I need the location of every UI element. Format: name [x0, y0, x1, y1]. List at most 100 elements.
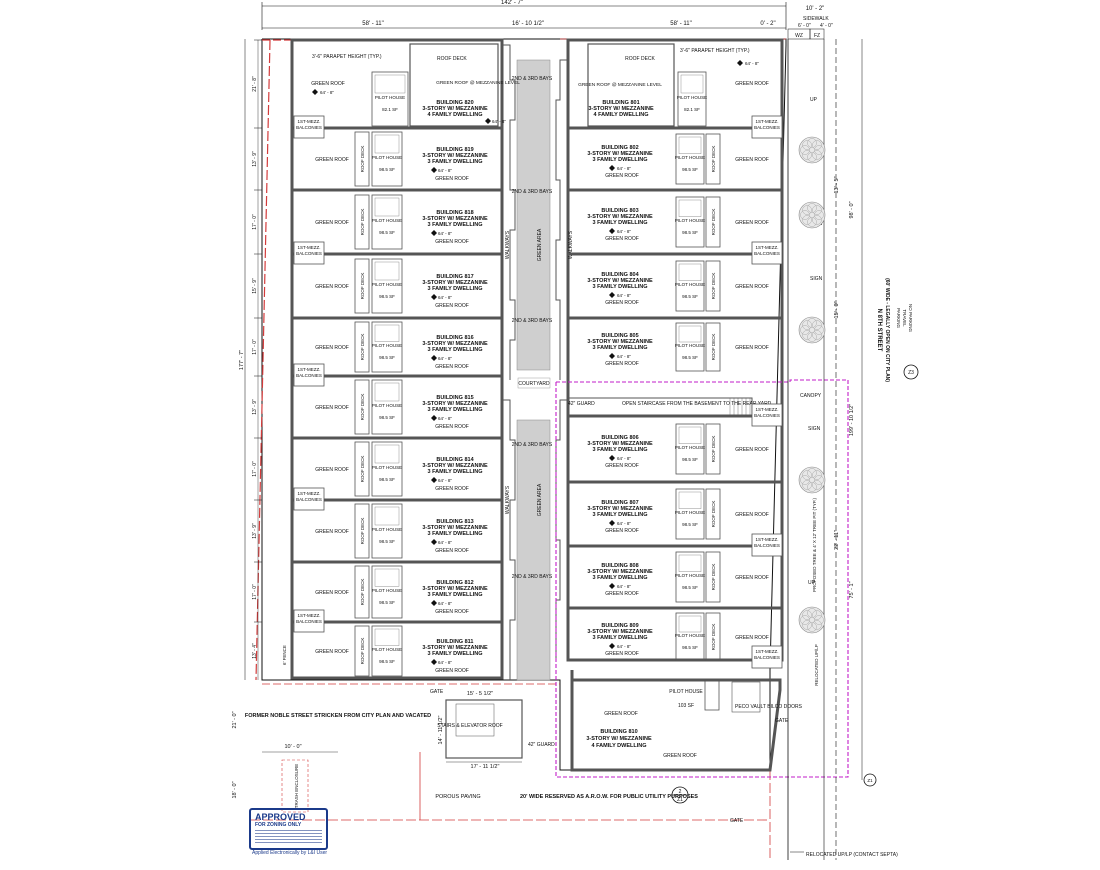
balconies-box: [293, 363, 325, 387]
building-units: 4 FAMILY DWELLING: [427, 112, 482, 118]
roof-deck-label: ROOF DECK: [711, 436, 716, 463]
building-name: BUILDING 818: [436, 210, 473, 216]
green-roof-label: GREEN ROOF: [435, 668, 469, 674]
building-units: 3 FAMILY DWELLING: [592, 575, 647, 581]
roof-deck: [705, 196, 721, 248]
roof-deck-label: ROOF DECK: [711, 209, 716, 236]
elevation-marker-icon: [431, 600, 437, 606]
building-name: BUILDING 802: [601, 145, 638, 151]
dim-west-width: 58' - 11": [362, 21, 384, 27]
walkways-label-3: WALKWAYS: [505, 485, 511, 514]
building-type: 3-STORY W/ MEZZANINE: [587, 629, 653, 635]
green-roof-label: GREEN ROOF: [605, 591, 639, 597]
tree-leaf-icon: [800, 210, 810, 220]
dim-right-lower: 75' - 1": [849, 581, 855, 598]
pilot-house-area: 98.5 SF: [379, 294, 395, 299]
building-units: 3 FAMILY DWELLING: [592, 157, 647, 163]
building-type: 3-STORY W/ MEZZANINE: [422, 341, 488, 347]
roof-deck: [354, 565, 370, 619]
roof-deck-label: ROOF DECK: [360, 394, 365, 421]
roof-deck-label: ROOF DECK: [360, 209, 365, 236]
dim-bottom-d: 14' - 11 1/2": [438, 716, 444, 745]
elevation-label: 64' - 8": [617, 456, 631, 461]
green-roof-label: GREEN ROOF: [605, 528, 639, 534]
street-noparking: NO PARKING: [908, 304, 913, 332]
balconies-label: BALCONIES: [754, 543, 780, 548]
noble-street-note: FORMER NOBLE STREET STRICKEN FROM CITY P…: [245, 713, 431, 719]
elevation-marker-icon: [609, 643, 615, 649]
building-name: BUILDING 808: [601, 563, 638, 569]
dim-sidewalk-c: 4' - 0": [820, 23, 833, 29]
dim-bottom-b: 17' - 11 1/2": [471, 764, 500, 770]
pilot-house-stair: [678, 554, 702, 572]
building-type: 3-STORY W/ MEZZANINE: [422, 280, 488, 286]
green-roof-label: GREEN ROOF: [315, 405, 349, 411]
dim-left-bottom-b: 18' - 0": [232, 781, 238, 798]
pilot-house-label: PILOT HOUSE: [372, 647, 402, 652]
roof-deck-label: ROOF DECK: [360, 146, 365, 173]
pilot-house-stair: [374, 382, 400, 402]
green-roof-label: GREEN ROOF: [735, 220, 769, 226]
dim-center-width: 16' - 10 1/2": [512, 21, 544, 27]
tree-leaf-icon: [802, 140, 812, 150]
pilot-house: [371, 565, 403, 619]
building-type: 3-STORY W/ MEZZANINE: [422, 645, 488, 651]
pilot-house-area: 98.5 SF: [682, 294, 698, 299]
green-roof-810b: GREEN ROOF: [663, 753, 697, 759]
gate-label-1: GATE: [430, 689, 444, 695]
green-roof-label: GREEN ROOF: [315, 529, 349, 535]
building-type: 3-STORY W/ MEZZANINE: [422, 401, 488, 407]
green-roof-label: GREEN ROOF: [605, 361, 639, 367]
pilot-house-label: PILOT HOUSE: [675, 445, 705, 450]
building-type: 3-STORY W/ MEZZANINE: [422, 216, 488, 222]
balconies-label: BALCONIES: [754, 655, 780, 660]
green-roof-label: GREEN ROOF: [315, 220, 349, 226]
elevation-marker-icon: [737, 60, 743, 66]
balconies-label: 1ST-MEZZ.: [297, 613, 320, 618]
building-name: BUILDING 805: [601, 333, 638, 339]
street-parking: PARKING: [896, 308, 901, 328]
elevation-label: 64' - 8": [617, 166, 631, 171]
dim-left-3: 15' - 9": [252, 278, 258, 294]
guard-label-2: 42" GUARD: [528, 742, 555, 748]
pilot-house: [675, 488, 705, 540]
dim-sidewalk-a: 10' - 2": [806, 6, 825, 12]
roof-deck: [354, 503, 370, 559]
pilot-house: [371, 131, 403, 187]
green-roof-label: GREEN ROOF: [735, 157, 769, 163]
roof-deck: [354, 321, 370, 373]
dim-sidewalk-b: 6' - 0": [798, 23, 811, 29]
balconies-box: [293, 609, 325, 633]
building-name: BUILDING 819: [436, 147, 473, 153]
street-tree-2: [798, 201, 826, 229]
peco-label: PECO VAULT BILCO DOORS: [735, 704, 803, 710]
tree-leaf-icon: [807, 138, 817, 148]
building-type: 3-STORY W/ MEZZANINE: [587, 214, 653, 220]
building-name: BUILDING 801: [602, 100, 639, 106]
building-name: BUILDING 807: [601, 500, 638, 506]
pilot-house-area: 98.5 SF: [682, 457, 698, 462]
tree-leaf-icon: [812, 215, 822, 225]
pilot-house: [371, 258, 403, 314]
building-name: BUILDING 815: [436, 395, 473, 401]
building-units: 3 FAMILY DWELLING: [427, 347, 482, 353]
roof-deck-label: ROOF DECK: [711, 624, 716, 651]
pilot-house-area: 98.5 SF: [682, 355, 698, 360]
dim-left-8: 17' - 0": [252, 584, 258, 600]
tree-leaf-icon: [807, 217, 817, 227]
building-810-type: 3-STORY W/ MEZZANINE: [586, 736, 652, 742]
building-units: 3 FAMILY DWELLING: [427, 592, 482, 598]
pilot-house: [677, 71, 707, 127]
row-note: 20' WIDE RESERVED AS A.R.O.W. FOR PUBLIC…: [520, 794, 698, 800]
pilot-house-area: 98.5 SF: [682, 585, 698, 590]
balconies-label: 1ST-MEZZ.: [755, 537, 778, 542]
building-type: 3-STORY W/ MEZZANINE: [422, 586, 488, 592]
tree-leaf-icon: [800, 145, 810, 155]
building-name: BUILDING 806: [601, 435, 638, 441]
